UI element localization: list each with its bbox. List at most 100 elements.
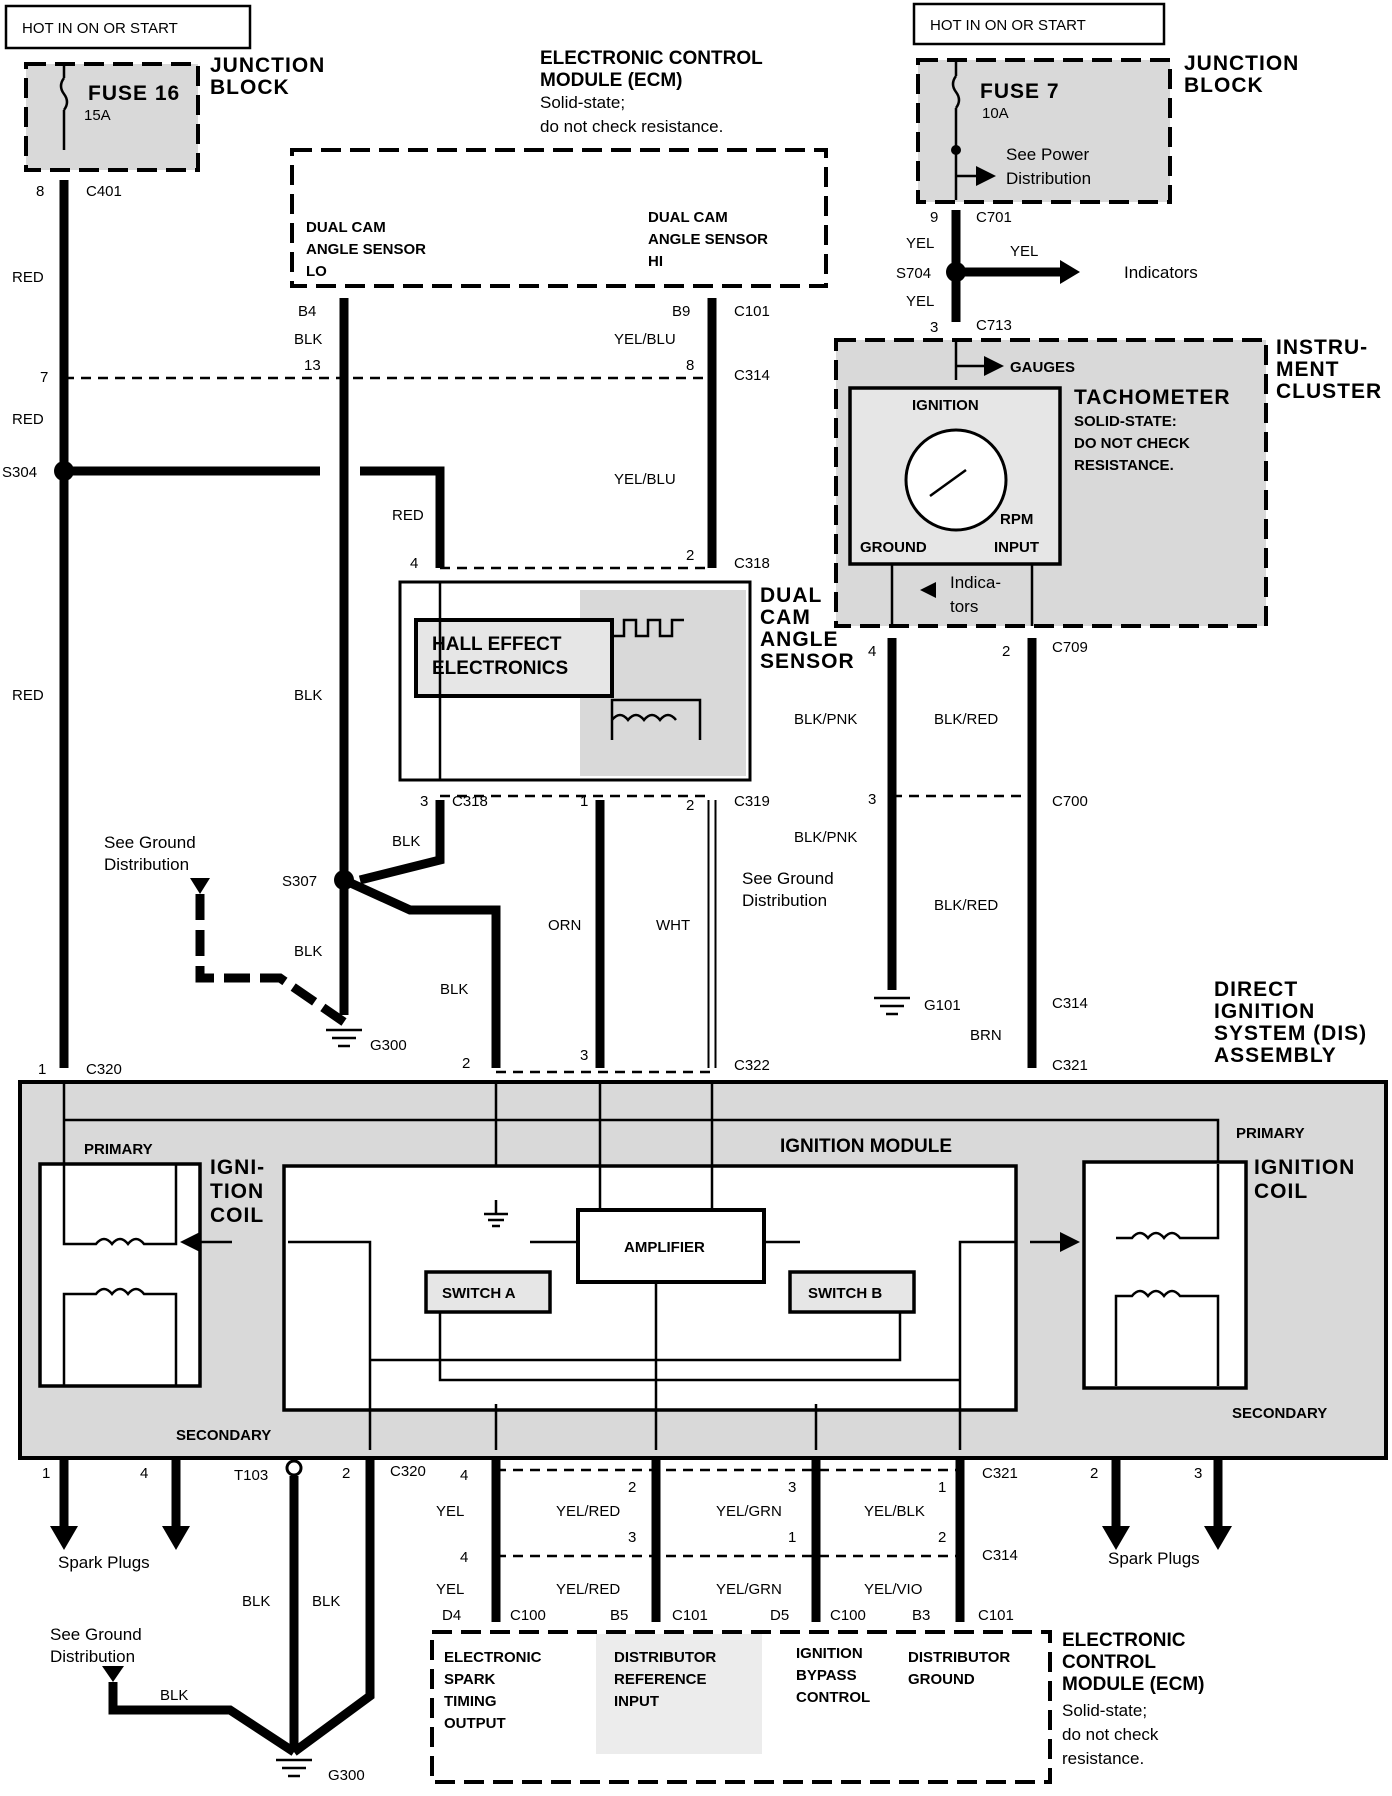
wire-yelred-label-1: YEL/RED: [556, 1503, 620, 1520]
connector-c700: C700: [1052, 793, 1088, 810]
wire-yelblu-label-1: YEL/BLU: [614, 331, 676, 348]
terminal-t103: [285, 1459, 303, 1477]
connector-c318-b: C318: [452, 793, 488, 810]
coil-right-2: COIL: [1254, 1180, 1308, 1203]
wire-yel-label-3: YEL: [906, 293, 934, 310]
ecm-top-title2: MODULE (ECM): [540, 70, 682, 91]
wire-red-to-sensor: [360, 466, 445, 568]
connector-c322: C322: [734, 1057, 770, 1074]
fuse7-note1: See Power: [1006, 145, 1089, 164]
ecm-bottom-note2: do not check: [1062, 1725, 1159, 1744]
coil-left-2: TION: [210, 1180, 264, 1203]
pin-3-spark: 3: [1194, 1465, 1202, 1482]
tach-ignition: IGNITION: [912, 397, 979, 414]
ecm-c3-3: CONTROL: [796, 1689, 870, 1706]
sensor-title3: ANGLE: [760, 628, 839, 651]
splice-s304-label: S304: [2, 464, 37, 481]
instrument-cluster-box: [834, 338, 1268, 628]
ecm-c1-2: SPARK: [444, 1671, 496, 1688]
tach-title: TACHOMETER: [1074, 386, 1231, 409]
primary-left: PRIMARY: [84, 1141, 153, 1158]
wire-yel-label-5: YEL: [436, 1581, 464, 1598]
wire-yelred-label-2: YEL/RED: [556, 1581, 620, 1598]
ground-arrow-1: [190, 878, 210, 894]
ecm-bottom-box: [430, 1630, 1052, 1784]
indicators-arrow: [1060, 260, 1080, 284]
junction-block-right: [916, 58, 1172, 204]
pin-4-c314b: 4: [460, 1549, 468, 1566]
amplifier-box: [576, 1208, 766, 1284]
wire-yelgrn-label-1: YEL/GRN: [716, 1503, 782, 1520]
connector-c314-top: C314: [734, 367, 770, 384]
wire-blk-sensor-ground: [358, 800, 445, 885]
wire-blk-label-3: BLK: [294, 943, 322, 960]
wire-yelblk-label: YEL/BLK: [864, 1503, 925, 1520]
junction-left-title1: JUNCTION: [210, 54, 325, 77]
pin-3-c314b: 3: [628, 1529, 636, 1546]
switch-a-box: [424, 1270, 552, 1314]
ecm-bottom-title3: MODULE (ECM): [1062, 1674, 1204, 1695]
coil-left-windings: [62, 1164, 178, 1386]
wire-yelblu-label-2: YEL/BLU: [614, 471, 676, 488]
ecm-bottom-title2: CONTROL: [1062, 1652, 1156, 1673]
coil-left-3: COIL: [210, 1204, 264, 1227]
ground-arrow-3: [102, 1666, 124, 1682]
connector-c321-bottom: C321: [982, 1465, 1018, 1482]
ecm-lo-2: ANGLE SENSOR: [306, 241, 426, 258]
secondary-right: SECONDARY: [1232, 1405, 1327, 1422]
dis-title4: ASSEMBLY: [1214, 1044, 1337, 1067]
ecm-c3-1: IGNITION: [796, 1645, 863, 1662]
hall-effect-box: [414, 618, 614, 698]
pin-2-c321: 2: [628, 1479, 636, 1496]
connector-c101-b: C101: [672, 1607, 708, 1624]
ecm-hi-2: ANGLE SENSOR: [648, 231, 768, 248]
dis-title3: SYSTEM (DIS): [1214, 1022, 1367, 1045]
power-label-right: HOT IN ON OR START: [930, 17, 1086, 34]
coil-right-windings: [1114, 1164, 1220, 1386]
pin-9-c701: 9: [930, 209, 938, 226]
cluster-internal: [890, 564, 1034, 626]
junction-right-title1: JUNCTION: [1184, 52, 1299, 75]
pin-3-c318: 3: [420, 793, 428, 810]
power-label-left: HOT IN ON OR START: [22, 20, 178, 37]
amplifier-label: AMPLIFIER: [624, 1239, 705, 1256]
wire-blkred-label-2: BLK/RED: [934, 897, 998, 914]
sensor-internal-wiring: [438, 582, 702, 780]
wire-blk-label-2: BLK: [294, 687, 322, 704]
junction-right-title2: BLOCK: [1184, 74, 1264, 97]
pin-2-c320: 2: [342, 1465, 350, 1482]
wire-blkred-label-1: BLK/RED: [934, 711, 998, 728]
pin-b5: B5: [610, 1607, 628, 1624]
indicators-label: Indicators: [1124, 263, 1198, 282]
wire-yel-label-2: YEL: [1010, 243, 1038, 260]
tach-needle: [929, 468, 967, 498]
pin-2-c314b: 2: [938, 1529, 946, 1546]
wire-red-label-1: RED: [12, 269, 44, 286]
wire-blk-label-8: BLK: [160, 1687, 188, 1704]
ground-g101: G101: [924, 997, 961, 1014]
connector-c319: C319: [734, 793, 770, 810]
wire-blk-label-7: BLK: [312, 1593, 340, 1610]
power-label-box-left: [4, 4, 252, 50]
pin-8-c401: 8: [36, 183, 44, 200]
wire-blk-label-5: BLK: [440, 981, 468, 998]
tach-rpm-2: INPUT: [994, 539, 1039, 556]
pin-2-spark: 2: [1090, 1465, 1098, 1482]
ecm-top-title1: ELECTRONIC CONTROL: [540, 48, 763, 69]
tach-note2: DO NOT CHECK: [1074, 435, 1190, 452]
pin-3-c322: 3: [580, 1047, 588, 1064]
pin-2-c319: 2: [686, 797, 694, 814]
coil-right-1: IGNITION: [1254, 1156, 1355, 1179]
connector-c320-top: C320: [86, 1061, 122, 1078]
dis-title2: IGNITION: [1214, 1000, 1315, 1023]
ecm-c4-2: GROUND: [908, 1671, 975, 1688]
tach-note3: RESISTANCE.: [1074, 457, 1174, 474]
pin-d5: D5: [770, 1607, 789, 1624]
ignition-module-title: IGNITION MODULE: [780, 1136, 952, 1157]
dis-assembly-box: [18, 1080, 1388, 1460]
wire-brn-label: BRN: [970, 1027, 1002, 1044]
pin-b3: B3: [912, 1607, 930, 1624]
ecm-bottom-note3: resistance.: [1062, 1749, 1144, 1768]
wire-red-label-sensor: RED: [392, 507, 424, 524]
ecm-c2-3: INPUT: [614, 1693, 659, 1710]
